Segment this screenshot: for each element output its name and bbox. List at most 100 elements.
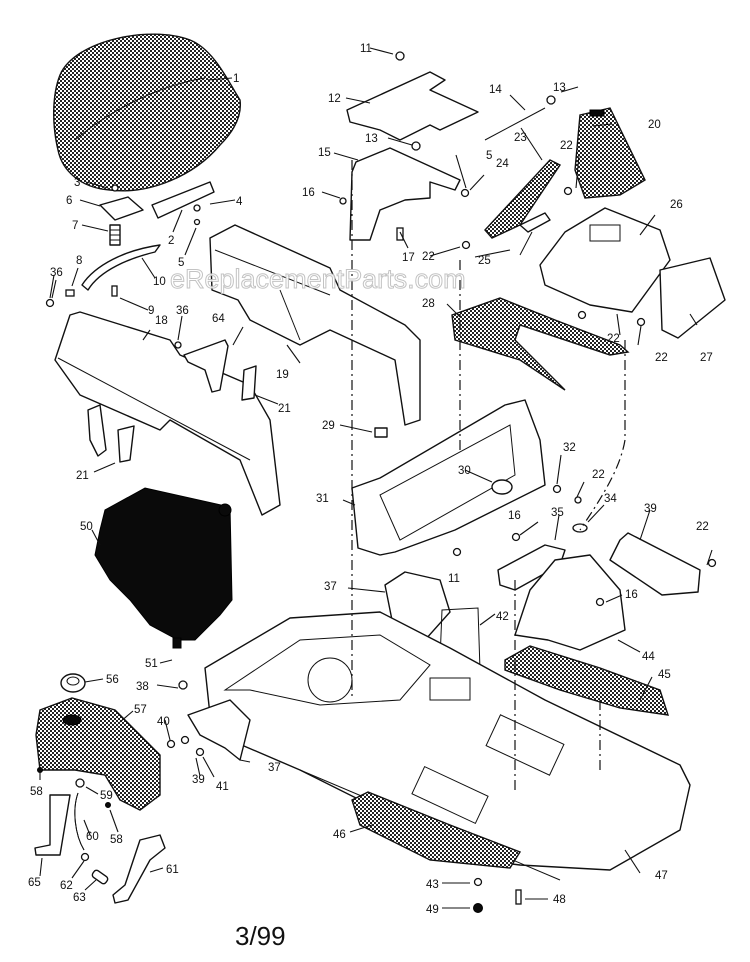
- callout-1[interactable]: 1: [233, 73, 239, 85]
- callout-21[interactable]: 21: [278, 403, 291, 415]
- callout-65[interactable]: 65: [28, 877, 41, 889]
- callout-50[interactable]: 50: [80, 521, 93, 533]
- callout-23[interactable]: 23: [514, 132, 527, 144]
- screw-icon: [563, 186, 573, 196]
- callout-20[interactable]: 20: [648, 119, 661, 131]
- callout-37[interactable]: 37: [324, 581, 337, 593]
- callout-7[interactable]: 7: [72, 220, 78, 232]
- callout-60[interactable]: 60: [86, 831, 99, 843]
- callout-59[interactable]: 59: [100, 790, 113, 802]
- callout-46[interactable]: 46: [333, 829, 346, 841]
- callout-42[interactable]: 42: [496, 611, 509, 623]
- callout-22f[interactable]: 22: [696, 521, 709, 533]
- callout-56[interactable]: 56: [106, 674, 119, 686]
- callout-27[interactable]: 27: [700, 352, 713, 364]
- callout-43[interactable]: 43: [426, 879, 439, 891]
- callout-35[interactable]: 35: [551, 507, 564, 519]
- callout-62[interactable]: 62: [60, 880, 73, 892]
- callout-58b[interactable]: 58: [110, 834, 123, 846]
- callout-49[interactable]: 49: [426, 904, 439, 916]
- callout-34[interactable]: 34: [604, 493, 617, 505]
- callout-57[interactable]: 57: [134, 704, 147, 716]
- callout-28[interactable]: 28: [422, 298, 435, 310]
- screw-icon: [460, 188, 470, 198]
- callout-58[interactable]: 58: [30, 786, 43, 798]
- callout-22c[interactable]: 22: [607, 333, 620, 345]
- screw-icon: [515, 889, 522, 905]
- callout-24[interactable]: 24: [496, 158, 509, 170]
- callout-61[interactable]: 61: [166, 864, 179, 876]
- callout-47[interactable]: 47: [655, 870, 668, 882]
- callout-16c[interactable]: 16: [625, 589, 638, 601]
- clamp-icon: [75, 778, 85, 788]
- engine: [94, 487, 233, 649]
- callout-11b[interactable]: 11: [448, 573, 460, 585]
- callout-51[interactable]: 51: [145, 658, 158, 670]
- seat-plate: [99, 196, 144, 221]
- callout-17[interactable]: 17: [402, 252, 415, 264]
- callout-26[interactable]: 26: [670, 199, 683, 211]
- footrest-pad-left: [351, 791, 522, 869]
- callout-5[interactable]: 5: [178, 257, 184, 269]
- nut-icon: [166, 739, 176, 749]
- tank-bracket-right: [112, 834, 166, 904]
- washer-icon: [473, 877, 483, 887]
- callout-6[interactable]: 6: [66, 195, 72, 207]
- callout-36[interactable]: 36: [50, 267, 63, 279]
- callout-13b[interactable]: 13: [553, 82, 566, 94]
- callout-22d[interactable]: 22: [655, 352, 668, 364]
- fuel-line: [74, 792, 85, 851]
- seat: [53, 33, 242, 192]
- callout-44[interactable]: 44: [642, 651, 655, 663]
- callout-41[interactable]: 41: [216, 781, 229, 793]
- callout-15[interactable]: 15: [318, 147, 331, 159]
- callout-11[interactable]: 11: [360, 43, 372, 55]
- callout-10[interactable]: 10: [153, 276, 166, 288]
- bolt-icon: [396, 227, 404, 241]
- tank-bracket-left: [34, 794, 71, 856]
- callout-39[interactable]: 39: [644, 503, 657, 515]
- callout-8[interactable]: 8: [76, 255, 82, 267]
- callout-64[interactable]: 64: [212, 313, 225, 325]
- callout-12[interactable]: 12: [328, 93, 341, 105]
- nut-icon: [45, 298, 55, 308]
- callout-22[interactable]: 22: [422, 251, 435, 263]
- clamp-icon: [80, 852, 90, 862]
- callout-40[interactable]: 40: [157, 716, 170, 728]
- hood-latch: [519, 212, 551, 256]
- screw-icon: [707, 558, 717, 568]
- callout-9[interactable]: 9: [148, 305, 154, 317]
- callout-45[interactable]: 45: [658, 669, 671, 681]
- callout-2[interactable]: 2: [168, 235, 174, 247]
- callout-22e[interactable]: 22: [592, 469, 605, 481]
- callout-16[interactable]: 16: [302, 187, 315, 199]
- callout-19[interactable]: 19: [276, 369, 289, 381]
- callout-25[interactable]: 25: [478, 255, 491, 267]
- callout-labels: 1 2 3 4 5 5 6 7 8 9 10 11 11 12 13 13 14…: [28, 43, 713, 916]
- bracket-64: [183, 339, 229, 393]
- callout-31[interactable]: 31: [316, 493, 329, 505]
- screw-icon: [577, 310, 587, 320]
- washer-icon: [111, 184, 119, 192]
- screw-icon: [339, 197, 347, 205]
- callout-63[interactable]: 63: [73, 892, 86, 904]
- callout-21b[interactable]: 21: [76, 470, 89, 482]
- callout-39b[interactable]: 39: [192, 774, 205, 786]
- callout-38[interactable]: 38: [136, 681, 149, 693]
- callout-48[interactable]: 48: [553, 894, 566, 906]
- callout-36b[interactable]: 36: [176, 305, 189, 317]
- callout-18[interactable]: 18: [155, 315, 168, 327]
- callout-13[interactable]: 13: [365, 133, 378, 145]
- dash-support-bracket: [349, 147, 461, 241]
- callout-32[interactable]: 32: [563, 442, 576, 454]
- callout-14[interactable]: 14: [489, 84, 502, 96]
- callout-4[interactable]: 4: [236, 196, 243, 208]
- callout-22b[interactable]: 22: [560, 140, 573, 152]
- callout-16b[interactable]: 16: [508, 510, 521, 522]
- callout-30[interactable]: 30: [458, 465, 471, 477]
- callout-3[interactable]: 3: [74, 177, 80, 189]
- callout-29[interactable]: 29: [322, 420, 335, 432]
- screw-icon: [574, 496, 582, 504]
- callout-37b[interactable]: 37: [268, 762, 281, 774]
- callout-5b[interactable]: 5: [486, 150, 492, 162]
